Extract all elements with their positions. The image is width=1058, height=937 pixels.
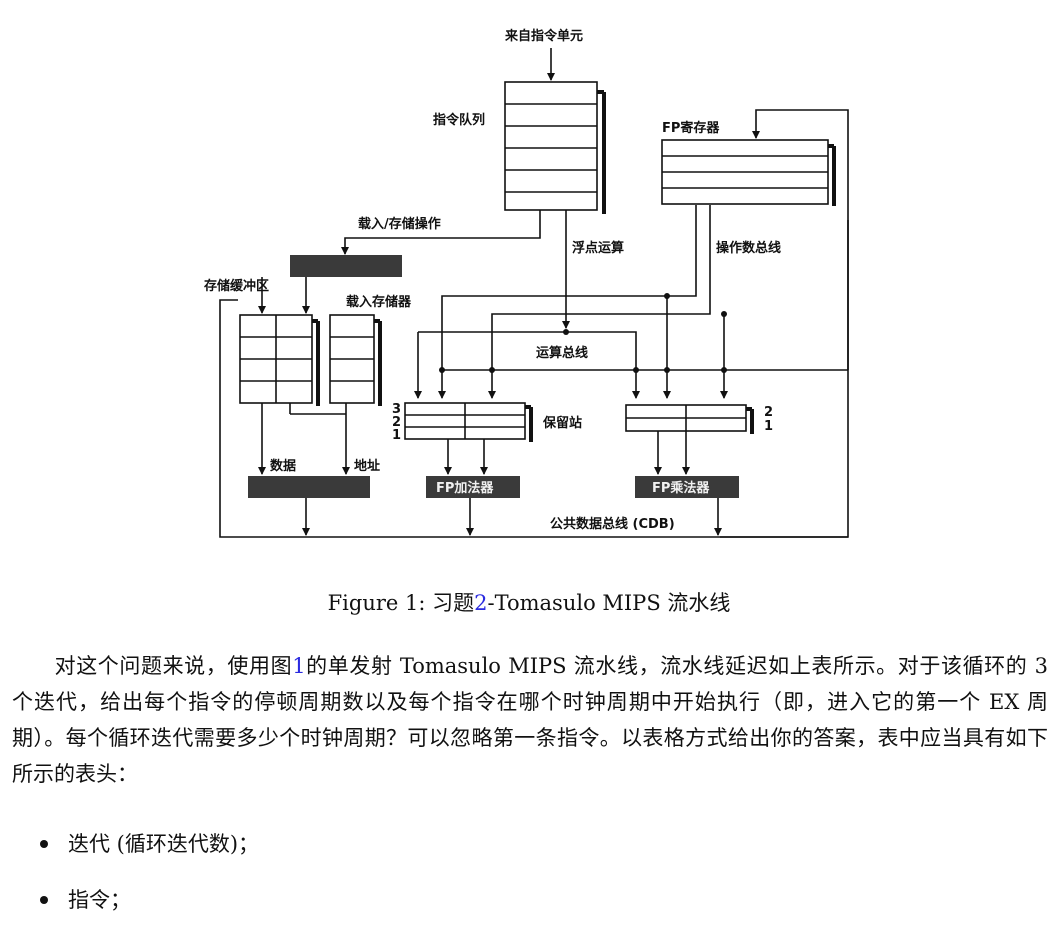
- list-item: 指令；: [40, 881, 259, 937]
- rs-add-num-3: 3: [392, 402, 401, 417]
- fp-registers-label: FP寄存器: [662, 120, 720, 136]
- operand-bus-label: 操作数总线: [716, 240, 781, 256]
- data-label: 数据: [270, 458, 296, 474]
- store-buffer-label: 存储缓冲区: [204, 278, 269, 294]
- cdb-label: 公共数据总线 (CDB): [550, 516, 675, 532]
- header-list: 迭代 (循环迭代数)； 指令；: [40, 825, 259, 937]
- load-store-ops-bar: [290, 255, 402, 277]
- load-store-ops-label: 载入/存储操作: [358, 216, 441, 232]
- problem-paragraph: 对这个问题来说，使用图1的单发射 Tomasulo MIPS 流水线，流水线延迟…: [12, 648, 1048, 792]
- rs-mul-num-2: 2: [764, 405, 773, 420]
- rs-add-num-1: 1: [392, 428, 401, 443]
- caption-ref-link[interactable]: 2: [474, 591, 488, 615]
- tomasulo-diagram: 来自指令单元 指令队列 FP寄存器 载入/存储操作 浮点运算 操作数总线 存储缓…: [204, 28, 849, 538]
- figure-caption: Figure 1: 习题2-Tomasulo MIPS 流水线: [0, 587, 1058, 617]
- bullet-icon: [40, 896, 48, 904]
- paragraph-part1: 对这个问题来说，使用图: [54, 654, 293, 678]
- rs-add-num-2: 2: [392, 415, 401, 430]
- caption-suffix: -Tomasulo MIPS 流水线: [487, 591, 731, 615]
- paragraph-ref-link[interactable]: 1: [292, 654, 306, 678]
- instr-queue-label: 指令队列: [433, 112, 485, 128]
- fp-ops-label: 浮点运算: [572, 240, 624, 256]
- reservation-station-label: 保留站: [542, 415, 582, 431]
- caption-prefix: Figure 1: 习题: [327, 591, 475, 615]
- from-instr-unit-label: 来自指令单元: [504, 28, 583, 44]
- bullet-icon: [40, 840, 48, 848]
- address-label: 地址: [354, 458, 380, 474]
- load-buffer-label: 载入存储器: [346, 294, 412, 310]
- fp-multiplier-label: FP乘法器: [652, 480, 710, 496]
- rs-mul-num-1: 1: [764, 419, 773, 434]
- list-item-text: 指令；: [68, 888, 131, 912]
- fp-multiplier-box: [635, 476, 739, 498]
- memory-unit-bar: [248, 476, 370, 498]
- fp-adder-label: FP加法器: [436, 480, 494, 496]
- paragraph-part2: 的单发射 Tomasulo MIPS 流水线，流水线延迟如上表所示。对于该循环的…: [12, 654, 1048, 786]
- fp-adder-box: [426, 476, 520, 498]
- op-bus-label: 运算总线: [536, 345, 588, 361]
- list-item: 迭代 (循环迭代数)；: [40, 825, 259, 881]
- list-item-text: 迭代 (循环迭代数)；: [68, 832, 260, 856]
